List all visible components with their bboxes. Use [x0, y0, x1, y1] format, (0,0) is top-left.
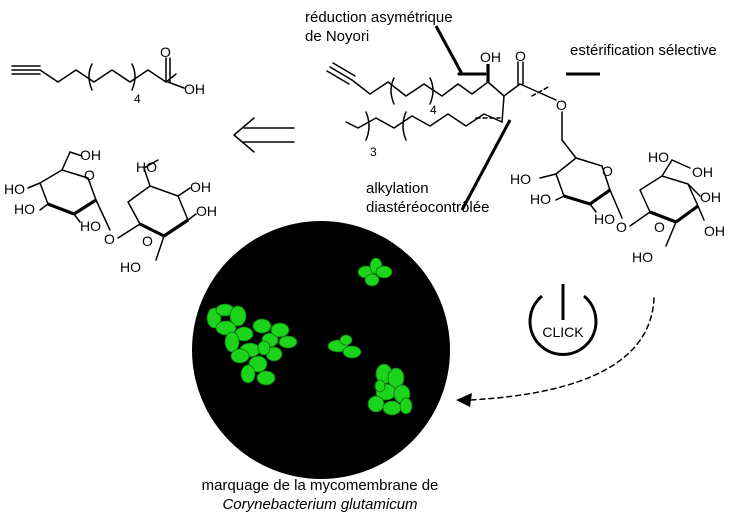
arrowhead-icon	[456, 393, 472, 407]
noyori-label-line2: de Noyori	[305, 28, 369, 45]
ester-carbonyl-oxygen: O	[515, 48, 526, 64]
hydroxyl-j: HO	[530, 191, 551, 207]
hydroxyl-n: OH	[700, 189, 721, 205]
carbonyl-oxygen: O	[160, 44, 171, 60]
hydroxyl-o: OH	[704, 223, 725, 239]
trehalose: O OH HO HO HO O O HO OH OH HO	[4, 147, 217, 275]
hydroxyl-b: HO	[4, 181, 25, 197]
labelled-bacteria-cluster-2	[357, 257, 393, 287]
caption-line2: Corynebacterium glutamicum	[222, 496, 418, 513]
noyori-label-line1: réduction asymétrique	[305, 9, 453, 26]
trehalose-ester-probe: 4 OH O O 3 O HO HO HO O O	[326, 48, 725, 265]
ester-oxygen: O	[556, 97, 567, 113]
glycosidic-oxygen: O	[104, 231, 115, 247]
ring-oxygen-4: O	[654, 219, 665, 235]
hydroxyl-c: HO	[14, 201, 35, 217]
labelled-bacteria-cluster-1	[206, 303, 298, 386]
click-label: CLICK	[542, 324, 584, 340]
hydroxyl-f: OH	[190, 179, 211, 195]
chain-repeat-3: 3	[370, 145, 377, 159]
alkylation-label-line1: alkylation	[366, 180, 429, 197]
microscopy-image	[192, 221, 450, 479]
labelled-bacteria-cluster-3	[327, 334, 362, 359]
glycosidic-oxygen-2: O	[616, 219, 627, 235]
hydroxyl-l: HO	[648, 149, 669, 165]
click-power-icon: CLICK	[528, 284, 598, 356]
alkylation-label-line2: diastéréocontrôlée	[366, 199, 489, 216]
alkyne-fatty-acid: 4 O OH	[11, 44, 205, 106]
retrosynthesis-arrow	[233, 117, 295, 153]
caption-line1: marquage de la mycomembrane de	[201, 477, 439, 494]
ring-oxygen-1: O	[84, 167, 95, 183]
hydroxyl-p: HO	[632, 249, 653, 265]
secondary-alcohol: OH	[480, 49, 501, 65]
ring-oxygen-2: O	[142, 233, 153, 249]
hydroxyl-d: HO	[80, 218, 101, 234]
hydroxyl-g: OH	[196, 203, 217, 219]
hydroxyl-k: HO	[594, 211, 615, 227]
ring-oxygen-3: O	[602, 163, 613, 179]
acid-hydroxyl: OH	[184, 81, 205, 97]
hydroxyl-h: HO	[120, 259, 141, 275]
alkylation-leader	[460, 119, 512, 211]
curved-dashed-arrow	[469, 297, 655, 401]
hydroxyl-a: OH	[80, 147, 101, 163]
hydroxyl-m: OH	[692, 164, 713, 180]
hydroxyl-i: HO	[510, 171, 531, 187]
figure-caption: marquage de la mycomembrane de Corynebac…	[120, 476, 520, 514]
esterification-label: estérification sélective	[570, 42, 717, 59]
noyori-leader	[434, 25, 464, 75]
hydroxyl-e: HO	[136, 159, 157, 175]
labelled-bacteria-cluster-4	[367, 363, 413, 416]
chain-repeat-4: 4	[430, 103, 437, 117]
repeat-count-4: 4	[134, 92, 141, 106]
